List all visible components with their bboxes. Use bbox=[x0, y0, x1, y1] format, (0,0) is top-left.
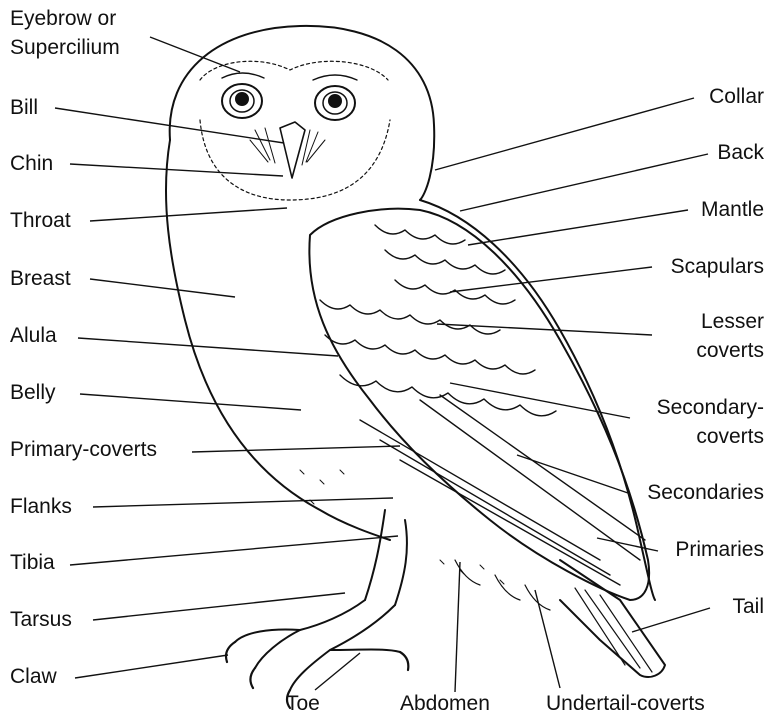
leader-line-undertail-coverts bbox=[535, 590, 560, 688]
label-tarsus: Tarsus bbox=[10, 607, 72, 633]
label-supercilium: Supercilium bbox=[10, 35, 120, 61]
label-chin: Chin bbox=[10, 151, 53, 177]
owl-bill bbox=[280, 122, 305, 178]
label-secondaries: Secondaries bbox=[647, 480, 764, 506]
leader-line-toe bbox=[315, 653, 360, 690]
leader-line-scapulars bbox=[450, 267, 652, 292]
owl-illustration bbox=[166, 26, 665, 708]
leader-line-primary-coverts bbox=[192, 446, 400, 452]
leader-line-tail bbox=[632, 608, 710, 632]
leader-line-secondaries bbox=[517, 455, 628, 493]
label-primary-coverts: Primary-coverts bbox=[10, 437, 157, 463]
label-tail: Tail bbox=[732, 594, 764, 620]
label-toe: Toe bbox=[286, 691, 320, 717]
leader-line-mantle bbox=[468, 210, 688, 245]
label-claw: Claw bbox=[10, 664, 57, 690]
leader-line-belly bbox=[80, 394, 301, 410]
owl-wing-outline bbox=[309, 209, 649, 600]
label-throat: Throat bbox=[10, 208, 71, 234]
label-collar: Collar bbox=[709, 84, 764, 110]
label-bill: Bill bbox=[10, 95, 38, 121]
leader-line-abdomen bbox=[455, 562, 460, 692]
leader-line-primaries bbox=[597, 538, 658, 551]
owl-head-outline bbox=[170, 26, 435, 200]
leader-line-secondary-coverts bbox=[450, 383, 630, 418]
label-eyebrow: Eyebrow or bbox=[10, 6, 116, 32]
owl-leg bbox=[365, 510, 407, 605]
label-back: Back bbox=[717, 140, 764, 166]
leader-line-tarsus bbox=[93, 593, 345, 620]
leader-line-flanks bbox=[93, 498, 393, 507]
leader-line-breast bbox=[90, 279, 235, 297]
label-flanks: Flanks bbox=[10, 494, 72, 520]
label-lesser-coverts: coverts bbox=[696, 338, 764, 364]
owl-right-eye bbox=[315, 86, 355, 120]
label-alula: Alula bbox=[10, 323, 57, 349]
label-breast: Breast bbox=[10, 266, 71, 292]
label-undertail-coverts: Undertail-coverts bbox=[546, 691, 705, 717]
label-lesser: Lesser bbox=[701, 309, 764, 335]
label-primaries: Primaries bbox=[675, 537, 764, 563]
label-scapulars: Scapulars bbox=[671, 254, 764, 280]
label-abdomen: Abdomen bbox=[400, 691, 490, 717]
leader-line-chin bbox=[70, 164, 283, 176]
leader-line-collar bbox=[435, 98, 694, 170]
leader-line-alula bbox=[78, 338, 338, 356]
leader-line-lesser-coverts bbox=[437, 324, 652, 335]
leader-line-claw bbox=[75, 655, 228, 678]
leader-line-throat bbox=[90, 208, 287, 221]
leader-line-back bbox=[460, 154, 708, 211]
label-secondary-coverts: coverts bbox=[696, 424, 764, 450]
owl-toes bbox=[235, 630, 400, 691]
label-secondary: Secondary- bbox=[657, 395, 764, 421]
leader-line-tibia bbox=[70, 536, 398, 565]
owl-left-eye bbox=[222, 84, 262, 118]
label-mantle: Mantle bbox=[701, 197, 764, 223]
label-belly: Belly bbox=[10, 380, 56, 406]
label-tibia: Tibia bbox=[10, 550, 55, 576]
